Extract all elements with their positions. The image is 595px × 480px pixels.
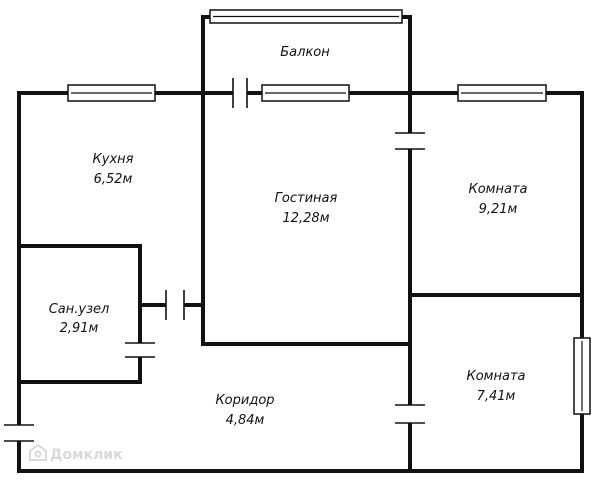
door-balcony <box>232 78 248 108</box>
door-bath <box>125 342 155 358</box>
outer-wall <box>17 91 584 473</box>
window-room1 <box>457 84 547 102</box>
living-name: Гостиная <box>275 191 338 206</box>
watermark: Домклик <box>29 443 123 463</box>
room2-area: 7,41м <box>477 389 516 404</box>
window-room2 <box>573 337 591 415</box>
doors <box>4 78 425 442</box>
bath-area: 2,91м <box>60 321 99 336</box>
corridor-area: 4,84м <box>226 413 265 428</box>
door-room2 <box>395 404 425 424</box>
windows <box>67 9 591 415</box>
room1-name: Комната <box>469 182 528 197</box>
door-entrance <box>4 424 34 442</box>
kitchen-area: 6,52м <box>94 172 133 187</box>
window-kitchen <box>67 84 156 102</box>
living-area: 12,28м <box>282 211 329 226</box>
bath-name: Сан.узел <box>49 302 110 317</box>
watermark-text: Домклик <box>50 447 123 463</box>
window-balcony <box>209 9 403 24</box>
corridor-name: Коридор <box>215 393 274 408</box>
house-icon <box>29 443 47 461</box>
kitchen-name: Кухня <box>93 152 134 167</box>
room-labels: Балкон Кухня 6,52м Гостиная 12,28м Комна… <box>49 45 528 428</box>
door-room1 <box>395 132 425 150</box>
balcony-name: Балкон <box>280 45 330 60</box>
room2-name: Комната <box>467 369 526 384</box>
door-living <box>165 290 185 320</box>
room1-area: 9,21м <box>479 202 518 217</box>
window-living <box>261 84 350 102</box>
